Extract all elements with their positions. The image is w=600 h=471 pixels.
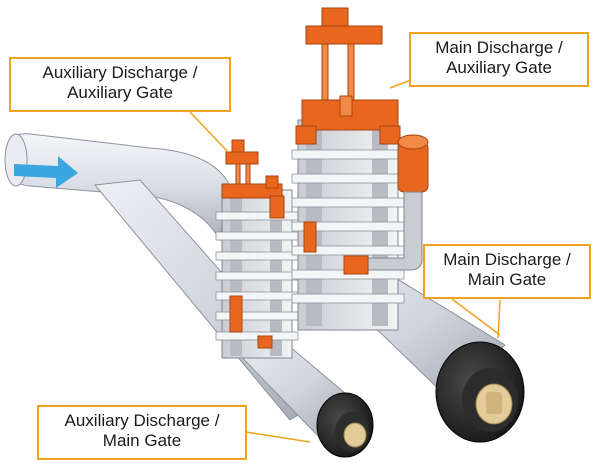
main-aux-gate-operator [295,7,401,145]
callout-line: Main Gate [467,270,547,289]
callout-line: Main Discharge / [443,250,571,269]
callout-aux-discharge-aux-gate: Auxiliary Discharge / Auxiliary Gate [9,57,231,112]
flow-arrow-icon [14,156,78,188]
callout-main-discharge-aux-gate: Main Discharge / Auxiliary Gate [409,32,589,87]
aux-main-gate-body [229,295,273,349]
callout-line: Auxiliary Discharge / [42,63,198,82]
callout-aux-discharge-main-gate: Auxiliary Discharge / Main Gate [37,405,247,460]
callout-line: Auxiliary Discharge / [64,411,220,430]
callout-line: Auxiliary Gate [446,58,552,77]
main-gate-cylinder [349,134,429,271]
aux-aux-gate-operator [221,139,285,219]
callout-main-discharge-main-gate: Main Discharge / Main Gate [423,244,591,299]
callout-line: Main Gate [102,431,182,450]
callout-line: Auxiliary Gate [67,83,173,102]
main-main-gate-body [303,221,369,275]
aux-discharge-outlet [316,392,374,458]
main-discharge-outlet [435,341,525,443]
aux-gate-frame [215,189,299,359]
callout-line: Main Discharge / [435,38,563,57]
